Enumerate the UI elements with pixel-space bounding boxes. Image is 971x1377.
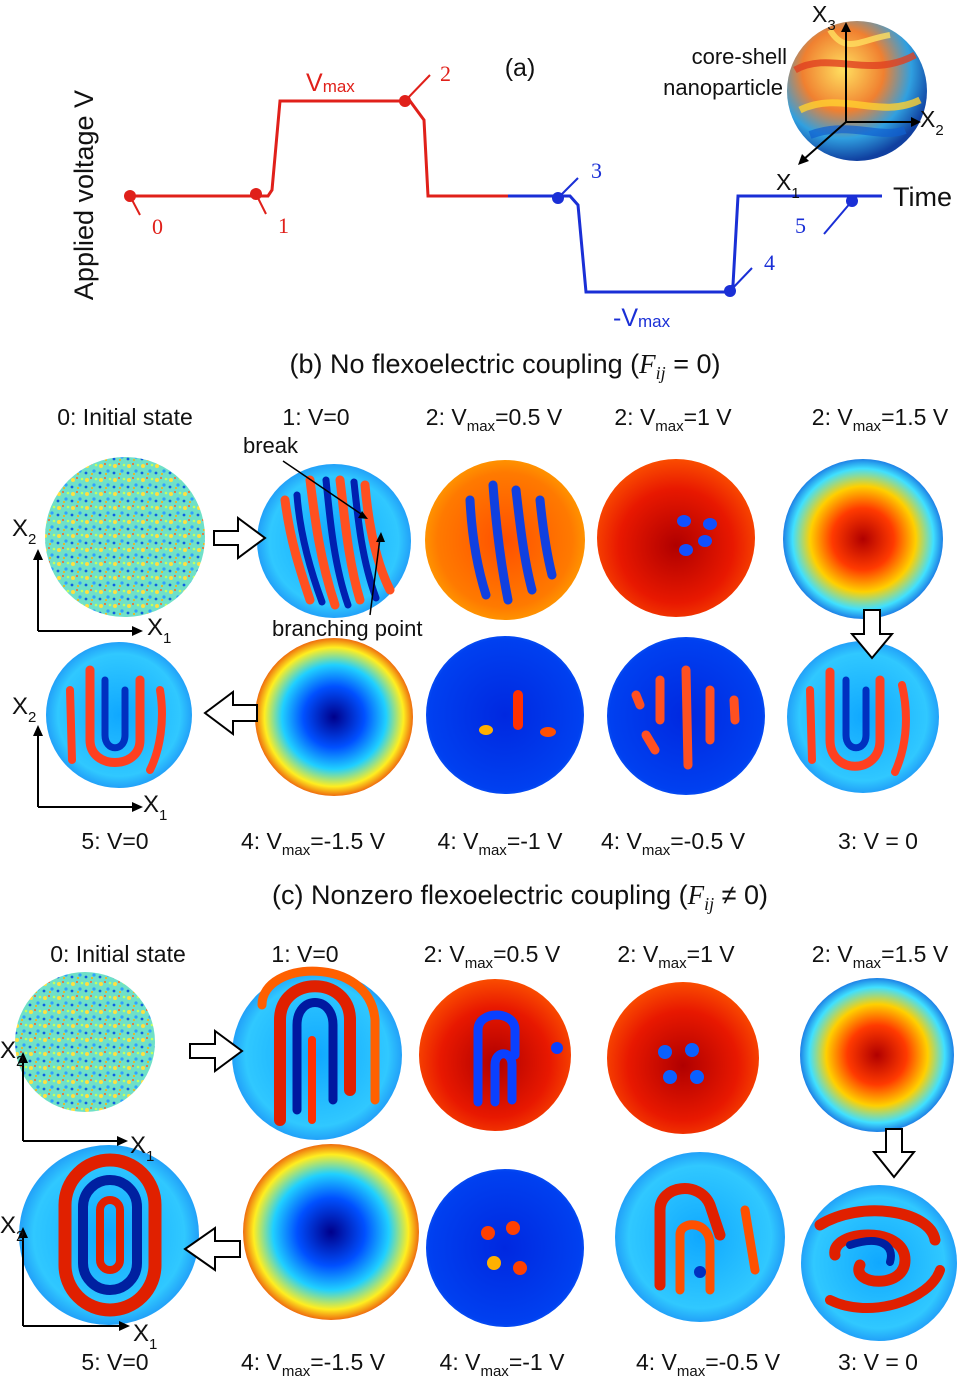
svg-text:0: 0 (152, 214, 163, 239)
subplot-caption: 2: Vmax=1.5 V (812, 404, 949, 435)
subplot-caption: 3: V = 0 (838, 1349, 918, 1375)
svg-text:3: 3 (591, 158, 602, 183)
b-axes-bottom: X2 X1 (12, 693, 167, 824)
svg-text:X1: X1 (143, 791, 167, 824)
panel-c-title: (c) Nonzero flexoelectric coupling (Fij … (272, 880, 768, 914)
panel-b-title: (b) No flexoelectric coupling (Fij = 0) (290, 349, 721, 383)
svg-text:5: 5 (795, 213, 806, 238)
b-arrow-down (849, 609, 895, 660)
inset-axis-x2: X2 (920, 106, 944, 139)
point-3: 3 (552, 158, 602, 204)
b-disc-initial (45, 457, 205, 617)
svg-text:2: 2 (440, 61, 451, 86)
subplot-caption: 2: Vmax=1 V (614, 404, 732, 435)
neg-vmax-label: -Vmax (613, 304, 671, 332)
subplot-caption: 3: V = 0 (838, 828, 918, 854)
svg-text:X1: X1 (130, 1132, 154, 1165)
svg-text:X2: X2 (12, 693, 36, 726)
point-4: 4 (724, 250, 775, 297)
point-2: 2 (399, 61, 451, 107)
c-disc-vmax-neg1 (426, 1169, 584, 1327)
point-0: 0 (124, 190, 163, 239)
c-arrow-down (871, 1128, 917, 1179)
svg-text:4: 4 (764, 250, 775, 275)
waveform-positive (128, 99, 508, 198)
panel-a-label: (a) (505, 54, 536, 82)
svg-text:X2: X2 (0, 1037, 24, 1070)
b-arrow-right (213, 516, 267, 560)
subplot-caption: 4: Vmax=-1.5 V (241, 1349, 386, 1377)
subplot-caption: 1: V=0 (282, 404, 349, 430)
panel-b-row1-captions: 0: Initial state 1: V=0 2: Vmax=0.5 V 2: Vm… (57, 404, 949, 435)
b-arrow-left (203, 690, 258, 736)
b-disc-vmax-1 (597, 459, 755, 617)
svg-text:X1: X1 (133, 1320, 157, 1353)
subplot-caption: 5: V=0 (81, 1349, 148, 1375)
c-axes-top: X2 X1 (0, 1037, 154, 1165)
vmax-label: Vmax (306, 69, 355, 97)
waveform-negative (508, 194, 882, 294)
panel-c-row1-captions: 0: Initial state 1: V=0 2: Vmax=0.5 V 2: Vm… (50, 941, 949, 972)
svg-text:1: 1 (278, 213, 289, 238)
c-disc-v0 (232, 966, 402, 1140)
svg-text:X2: X2 (12, 515, 36, 548)
c-arrow-left (183, 1226, 241, 1272)
subplot-caption: 4: Vmax=-1.5 V (241, 828, 386, 859)
subplot-caption: 2: Vmax=0.5 V (424, 941, 561, 972)
subplot-caption: 2: Vmax=1 V (617, 941, 735, 972)
b-disc-vmax-neg0.5 (607, 637, 765, 795)
subplot-caption: 4: Vmax=-0.5 V (636, 1349, 781, 1377)
c-disc-vmax-1 (607, 982, 759, 1134)
c-disc-final-v0 (19, 1145, 199, 1325)
subplot-caption: 1: V=0 (271, 941, 338, 967)
inset-axis-x3: X3 (812, 1, 836, 34)
subplot-caption: 0: Initial state (50, 941, 186, 967)
b-disc-v0-state3 (787, 641, 939, 793)
panel-b-row2-captions: 5: V=0 4: Vmax=-1.5 V 4: Vmax=-1 V 4: Vmax=… (81, 828, 918, 859)
time-axis-label: Time (893, 182, 952, 212)
b-disc-vmax-neg1 (426, 636, 584, 794)
c-disc-vmax-neg0.5 (615, 1152, 785, 1322)
c-disc-initial (15, 972, 155, 1112)
subplot-caption: 4: Vmax=-1 V (438, 828, 564, 859)
y-axis-label: Applied voltage V (69, 90, 99, 300)
c-disc-vmax-neg1.5 (243, 1144, 419, 1320)
point-5: 5 (795, 195, 858, 238)
c-arrow-right (189, 1029, 244, 1073)
subplot-caption: 2: Vmax=0.5 V (426, 404, 563, 435)
svg-text:X2: X2 (0, 1212, 24, 1245)
c-disc-vmax-0.5 (419, 979, 571, 1131)
panel-a: Applied voltage V (a) Time Vmax -Vmax 0 … (69, 1, 952, 332)
point-1: 1 (250, 188, 289, 238)
b-disc-vmax-0.5 (425, 460, 585, 620)
subplot-caption: 0: Initial state (57, 404, 193, 430)
inset-title-line1: core-shell (692, 44, 787, 69)
b-disc-vmax-1.5 (783, 459, 943, 619)
panel-c-row2-captions: 5: V=0 4: Vmax=-1.5 V 4: Vmax=-1 V 4: Vmax=… (81, 1349, 918, 1377)
c-disc-vmax-1.5 (800, 978, 954, 1132)
c-axes-bottom: X2 X1 (0, 1212, 157, 1353)
annotation-branching: branching point (272, 616, 422, 641)
svg-text:X1: X1 (147, 614, 171, 647)
c-disc-v0-state3 (801, 1185, 957, 1341)
b-disc-vmax-neg1.5 (255, 638, 413, 796)
subplot-caption: 4: Vmax=-1 V (440, 1349, 566, 1377)
b-disc-v0 (257, 464, 411, 618)
subplot-caption: 2: Vmax=1.5 V (812, 941, 949, 972)
inset-axis-x1: X1 (776, 169, 800, 202)
subplot-caption: 5: V=0 (81, 828, 148, 854)
annotation-break: break (243, 433, 299, 458)
inset-title-line2: nanoparticle (663, 75, 783, 100)
nanoparticle-inset: core-shell nanoparticle X3 X2 X1 (663, 1, 944, 202)
subplot-caption: 4: Vmax=-0.5 V (601, 828, 746, 859)
b-disc-final-v0 (46, 642, 192, 788)
b-axes-top: X2 X1 (12, 515, 171, 647)
